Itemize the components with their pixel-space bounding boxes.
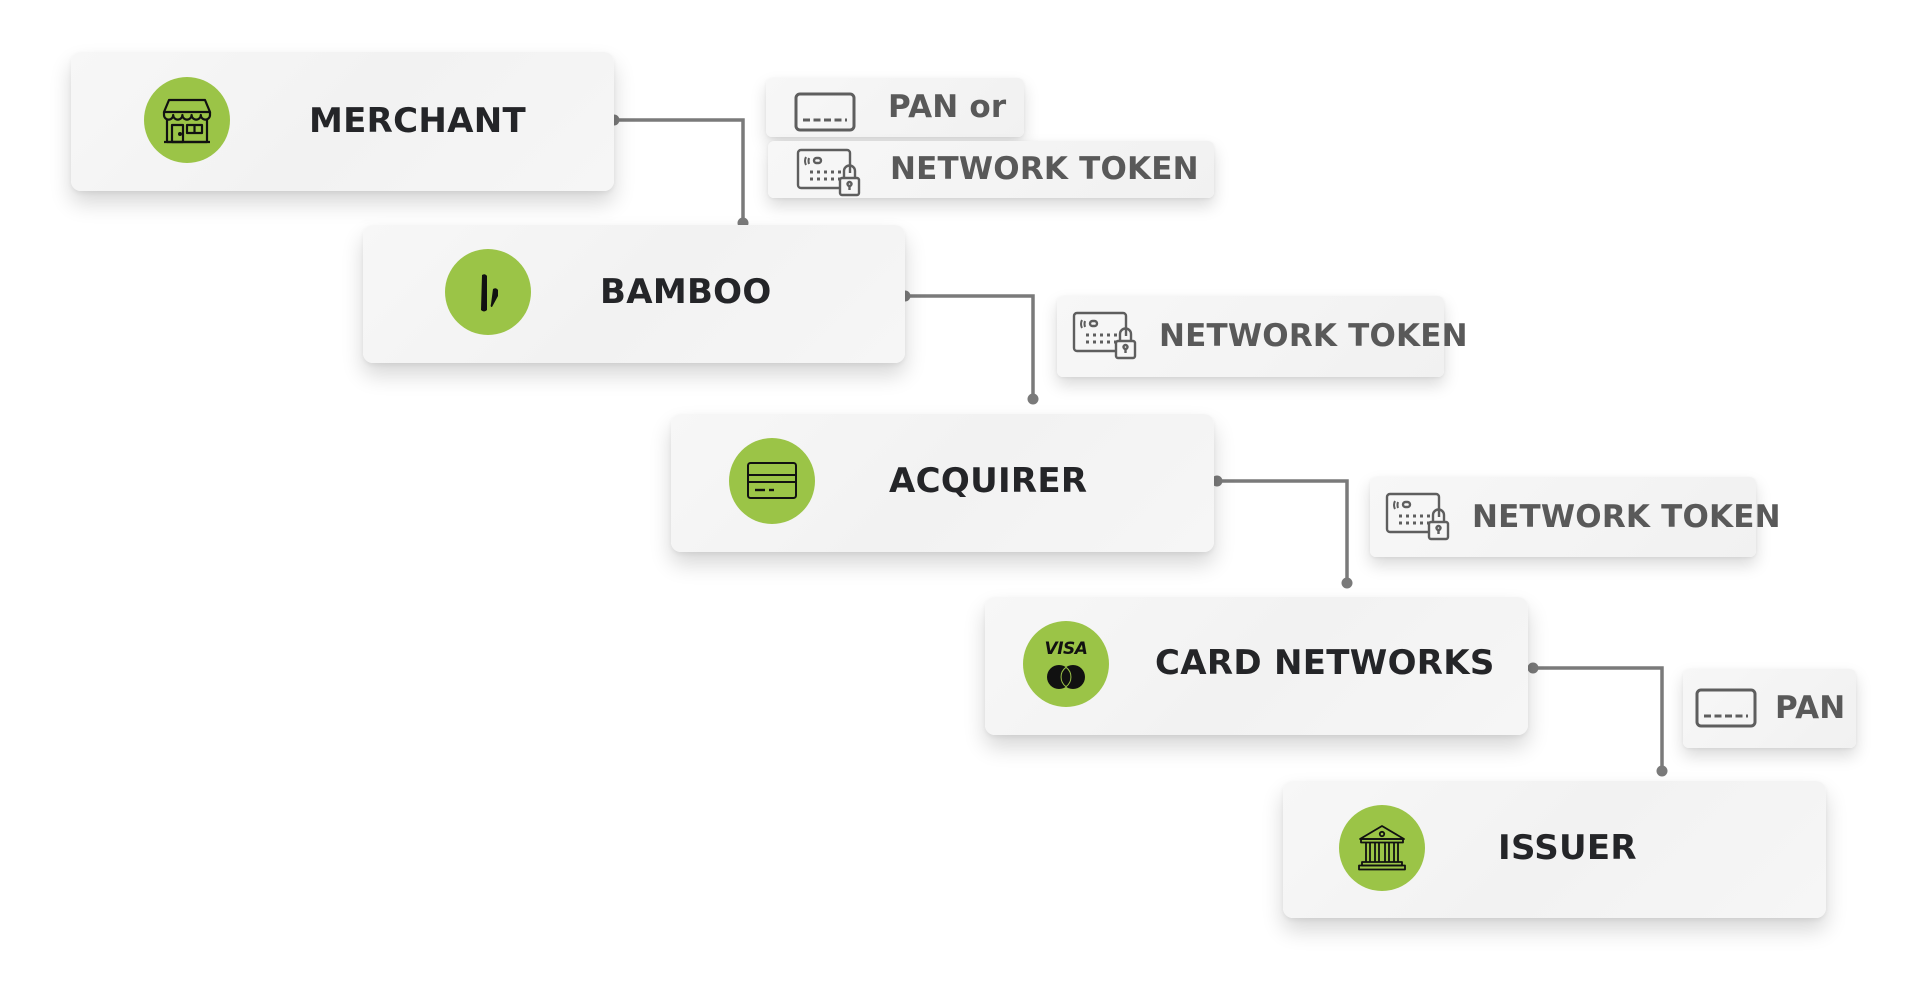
connector-dot [1656,765,1668,777]
node-card-networks: VISA CARD NETWORKS [985,597,1528,735]
connector-acquirer-cardnetworks [1217,479,1349,583]
connector-cardnetworks-issuer [1533,666,1664,771]
tag-pan: PAN [1683,669,1856,748]
tokenized-card-lock-icon [1072,311,1137,360]
bank-icon [1358,825,1406,871]
tag-label: NETWORK TOKEN [1472,499,1781,535]
tag-network-token: NETWORK TOKEN [768,141,1214,198]
storefront-icon [162,98,212,144]
node-label: CARD NETWORKS [1155,643,1495,683]
bamboo-logo-icon [481,274,498,312]
connector-dot [1341,577,1353,589]
connector-bamboo-acquirer [905,294,1035,399]
icon-circle [144,77,230,163]
tag-label: PAN [1775,690,1846,726]
node-merchant: MERCHANT [71,52,614,191]
node-label: BAMBOO [600,272,772,312]
tag-network-token: NETWORK TOKEN [1370,477,1781,557]
icon-circle: VISA [1023,621,1109,707]
node-label: ACQUIRER [889,461,1088,501]
node-label: ISSUER [1498,828,1637,868]
icon-circle [729,438,815,524]
tag-network-token: NETWORK TOKEN [1057,296,1468,377]
tag-label: NETWORK TOKEN [1159,318,1468,354]
tokenized-card-lock-icon [1385,492,1450,541]
mastercard-logo-icon [1047,664,1085,689]
tokenized-card-lock-icon [796,148,861,197]
card-icon [1695,688,1757,728]
node-acquirer: ACQUIRER [671,414,1214,552]
connector-dot [1027,393,1039,405]
node-issuer: ISSUER [1283,781,1826,918]
credit-card-icon [747,462,797,499]
tag-pan-or: PAN or [766,78,1024,137]
connector-merchant-bamboo [614,118,745,223]
icon-circle [1339,805,1425,891]
visa-logo-text: VISA [1044,638,1088,659]
node-label: MERCHANT [309,101,527,141]
tag-label: PAN or [888,89,1007,125]
connector-dot [1527,662,1539,674]
card-icon [794,92,856,132]
icon-circle [445,249,531,335]
tag-label: NETWORK TOKEN [890,151,1199,187]
node-bamboo: BAMBOO [363,225,905,363]
